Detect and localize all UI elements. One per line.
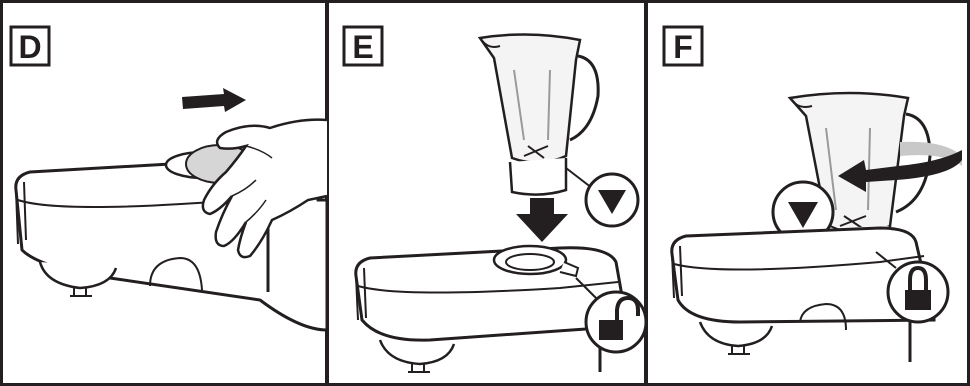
outlet-socket-inner: [506, 254, 554, 270]
panel-e: E: [344, 27, 646, 372]
beater-shaft: [728, 346, 750, 354]
step-label: E: [352, 29, 373, 65]
mixer-underside: [380, 340, 454, 364]
jug-base: [510, 158, 566, 195]
down-arrow-icon: [516, 198, 568, 242]
panel-d: D: [11, 27, 327, 330]
step-label: F: [673, 29, 693, 65]
panel-f: F: [664, 27, 962, 362]
mixer-underside: [700, 322, 772, 346]
beater-shaft: [408, 364, 430, 372]
blender-jug: [480, 34, 580, 162]
step-label: D: [18, 29, 41, 65]
right-arrow-icon: [182, 88, 246, 112]
mixer-head: [356, 248, 622, 340]
beater-shaft: [70, 288, 92, 296]
pointer-line: [566, 168, 592, 188]
